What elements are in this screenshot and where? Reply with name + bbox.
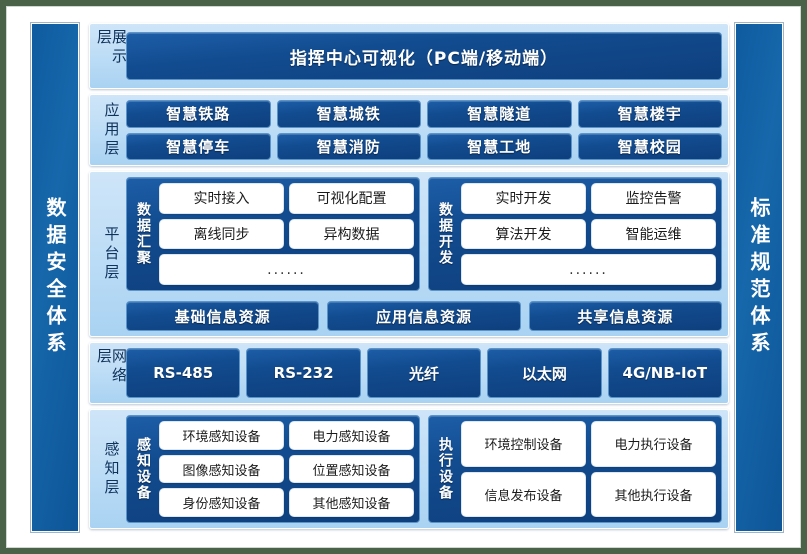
group-title-data-aggregation-text: 数据汇聚 (135, 202, 151, 266)
layer-network: 网络层 RS-485 RS-232 光纤 以太网 4G/NB-IoT (89, 342, 729, 404)
resource-item-basic-information[interactable]: 基础信息资源 (126, 301, 320, 331)
left-pillar-label: 数据安全体系 (43, 196, 67, 359)
sensor-row-2: 图像感知设备 位置感知设备 (159, 454, 414, 484)
network-item-rs232[interactable]: RS-232 (246, 348, 361, 398)
right-pillar-standards: 标准规范体系 (735, 23, 783, 532)
network-item-4g-nbiot[interactable]: 4G/NB-IoT (607, 348, 723, 398)
group-title-data-aggregation: 数据汇聚 (132, 183, 154, 285)
app-item-smart-parking[interactable]: 智慧停车 (126, 132, 271, 160)
platform-group-data-development: 数据开发 实时开发 监控告警 算法开发 智能运维 (428, 177, 722, 291)
agg-item-visual-config[interactable]: 可视化配置 (289, 183, 414, 214)
dev-item-algorithm-development[interactable]: 算法开发 (461, 218, 586, 250)
group-title-data-development: 数据开发 (434, 183, 456, 285)
app-item-smart-urban-rail[interactable]: 智慧城铁 (276, 100, 421, 128)
layer-body-presentation: 指挥中心可视化（PC端/移动端） (126, 29, 722, 83)
layer-body-platform: 数据汇聚 实时接入 可视化配置 离线同步 异构数据 (126, 177, 722, 331)
group-title-sensor-devices: 感知设备 (132, 421, 154, 517)
sensor-item-identity[interactable]: 身份感知设备 (159, 488, 284, 518)
application-row-1: 智慧铁路 智慧城铁 智慧隧道 智慧楼宇 (126, 100, 722, 128)
resource-item-application-information[interactable]: 应用信息资源 (327, 301, 521, 331)
aggregation-row-2: 离线同步 异构数据 (159, 218, 414, 250)
layer-stack: 展示层 指挥中心可视化（PC端/移动端） 应用层 智慧铁路 智慧城铁 智慧隧道 … (89, 23, 729, 532)
sensor-row-1: 环境感知设备 电力感知设备 (159, 421, 414, 450)
layer-label-presentation-text: 展示层 (95, 29, 128, 67)
network-item-rs485[interactable]: RS-485 (126, 348, 241, 398)
layer-presentation: 展示层 指挥中心可视化（PC端/移动端） (89, 23, 729, 89)
layer-label-sensing: 感知层 (96, 415, 126, 523)
platform-group-data-aggregation: 数据汇聚 实时接入 可视化配置 离线同步 异构数据 (126, 177, 420, 291)
group-title-data-development-text: 数据开发 (437, 202, 453, 266)
layer-label-sensing-text: 感知层 (102, 440, 121, 498)
group-grid-actuator-devices: 环境控制设备 电力执行设备 信息发布设备 其他执行设备 (461, 421, 716, 517)
aggregation-row-3: ...... (159, 254, 414, 286)
actuator-item-environment-control[interactable]: 环境控制设备 (461, 421, 586, 467)
group-title-actuator-devices: 执行设备 (434, 421, 456, 517)
development-row-1: 实时开发 监控告警 (461, 183, 716, 214)
actuator-item-information-release[interactable]: 信息发布设备 (461, 471, 586, 517)
agg-item-offline-sync[interactable]: 离线同步 (159, 218, 284, 250)
actuator-item-other-execution[interactable]: 其他执行设备 (591, 471, 716, 517)
group-grid-data-development: 实时开发 监控告警 算法开发 智能运维 ...... (461, 183, 716, 286)
presentation-command-center-box[interactable]: 指挥中心可视化（PC端/移动端） (126, 32, 722, 80)
layer-label-platform: 平台层 (96, 177, 126, 331)
group-title-sensor-devices-text: 感知设备 (135, 437, 151, 501)
layer-label-application: 应用层 (96, 100, 126, 160)
agg-item-realtime-access[interactable]: 实时接入 (159, 183, 284, 214)
left-pillar-data-security: 数据安全体系 (31, 23, 79, 532)
actuator-item-power-execution[interactable]: 电力执行设备 (591, 421, 716, 467)
platform-groups: 数据汇聚 实时接入 可视化配置 离线同步 异构数据 (126, 177, 722, 291)
development-row-2: 算法开发 智能运维 (461, 218, 716, 250)
layer-body-application: 智慧铁路 智慧城铁 智慧隧道 智慧楼宇 智慧停车 智慧消防 智慧工地 智慧校园 (126, 100, 722, 160)
app-item-smart-railway[interactable]: 智慧铁路 (126, 100, 271, 128)
dev-item-ellipsis[interactable]: ...... (461, 254, 716, 286)
agg-item-heterogeneous-data[interactable]: 异构数据 (289, 218, 414, 250)
network-items-row: RS-485 RS-232 光纤 以太网 4G/NB-IoT (126, 348, 723, 398)
group-grid-data-aggregation: 实时接入 可视化配置 离线同步 异构数据 ...... (159, 183, 414, 286)
network-item-fiber[interactable]: 光纤 (366, 348, 482, 398)
layer-label-application-text: 应用层 (102, 101, 121, 159)
resource-item-shared-information[interactable]: 共享信息资源 (528, 301, 722, 331)
group-grid-sensor-devices: 环境感知设备 电力感知设备 图像感知设备 位置感知设备 身份感知设备 其他感知设… (159, 421, 414, 518)
app-item-smart-building[interactable]: 智慧楼宇 (577, 100, 722, 128)
platform-resource-row: 基础信息资源 应用信息资源 共享信息资源 (126, 301, 722, 331)
sensing-groups: 感知设备 环境感知设备 电力感知设备 图像感知设备 位置感知设备 (126, 415, 722, 523)
sensor-item-environment[interactable]: 环境感知设备 (159, 421, 284, 450)
app-item-smart-firefighting[interactable]: 智慧消防 (276, 132, 421, 160)
dev-item-realtime-development[interactable]: 实时开发 (461, 183, 586, 214)
sensor-row-3: 身份感知设备 其他感知设备 (159, 488, 414, 518)
actuator-row-1: 环境控制设备 电力执行设备 (461, 421, 716, 467)
layer-body-network: RS-485 RS-232 光纤 以太网 4G/NB-IoT (126, 348, 723, 398)
actuator-row-2: 信息发布设备 其他执行设备 (461, 471, 716, 517)
dev-item-monitoring-alarm[interactable]: 监控告警 (591, 183, 716, 214)
app-item-smart-construction-site[interactable]: 智慧工地 (427, 132, 572, 160)
sensor-item-location[interactable]: 位置感知设备 (289, 454, 414, 484)
sensor-item-image[interactable]: 图像感知设备 (159, 454, 284, 484)
dev-item-intelligent-ops[interactable]: 智能运维 (591, 218, 716, 250)
layer-application: 应用层 智慧铁路 智慧城铁 智慧隧道 智慧楼宇 智慧停车 智慧消防 智慧工地 智… (89, 94, 729, 166)
layer-label-platform-text: 平台层 (102, 225, 121, 283)
app-item-smart-campus[interactable]: 智慧校园 (577, 132, 722, 160)
layer-platform: 平台层 数据汇聚 实时接入 可视化配置 (89, 171, 729, 337)
sensor-item-other[interactable]: 其他感知设备 (289, 488, 414, 518)
layer-body-sensing: 感知设备 环境感知设备 电力感知设备 图像感知设备 位置感知设备 (126, 415, 722, 523)
layer-label-network: 网络层 (95, 348, 128, 398)
layer-label-presentation: 展示层 (95, 29, 128, 83)
layer-label-network-text: 网络层 (95, 348, 128, 386)
right-pillar-label: 标准规范体系 (747, 196, 771, 359)
diagram-frame: 数据安全体系 标准规范体系 展示层 指挥中心可视化（PC端/移动端） 应用层 智… (6, 6, 801, 548)
app-item-smart-tunnel[interactable]: 智慧隧道 (427, 100, 572, 128)
network-item-ethernet[interactable]: 以太网 (487, 348, 602, 398)
sensing-group-sensor-devices: 感知设备 环境感知设备 电力感知设备 图像感知设备 位置感知设备 (126, 415, 420, 523)
agg-item-ellipsis[interactable]: ...... (159, 254, 414, 286)
aggregation-row-1: 实时接入 可视化配置 (159, 183, 414, 214)
sensor-item-power[interactable]: 电力感知设备 (289, 421, 414, 450)
layer-sensing: 感知层 感知设备 环境感知设备 电力感知设备 (89, 409, 729, 529)
sensing-group-actuator-devices: 执行设备 环境控制设备 电力执行设备 信息发布设备 其他执行设备 (428, 415, 722, 523)
application-row-2: 智慧停车 智慧消防 智慧工地 智慧校园 (126, 132, 722, 160)
group-title-actuator-devices-text: 执行设备 (437, 437, 453, 501)
development-row-3: ...... (461, 254, 716, 286)
